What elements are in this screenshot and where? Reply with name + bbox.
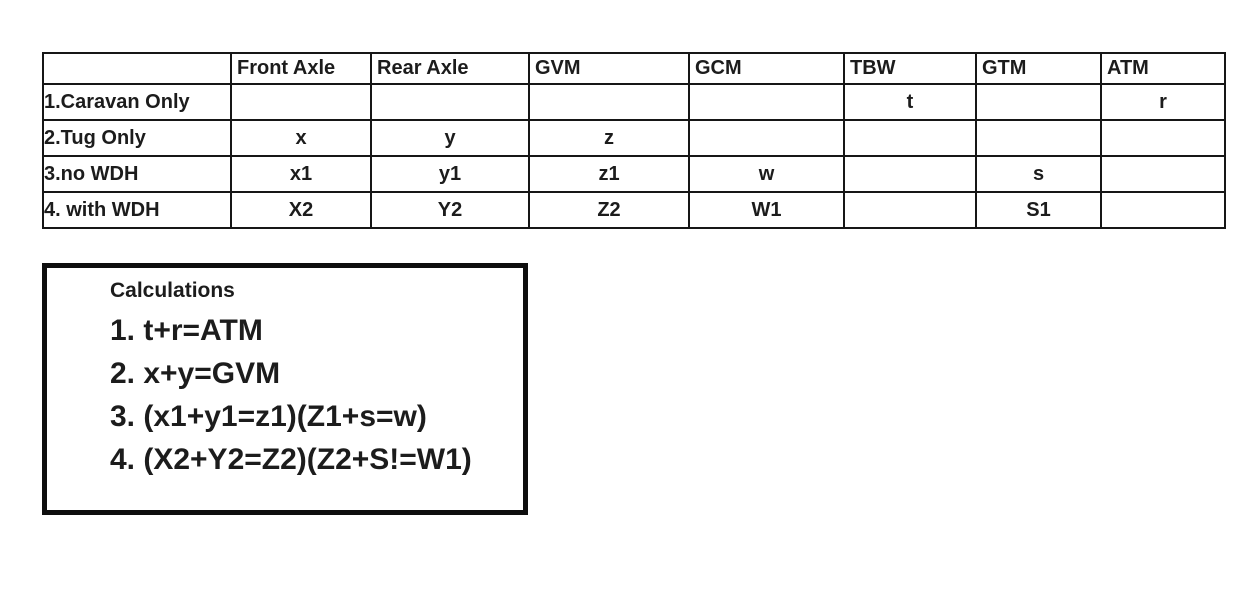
highlighted-cell[interactable]: [1100, 155, 1226, 193]
row-label-cell[interactable]: 1.Caravan Only: [42, 83, 232, 121]
data-cell[interactable]: S1: [975, 191, 1102, 229]
column-header-atm[interactable]: ATM: [1100, 52, 1226, 85]
data-cell[interactable]: t: [843, 83, 977, 121]
highlighted-cell[interactable]: [688, 83, 845, 121]
column-header-corner[interactable]: [42, 52, 232, 85]
highlighted-cell[interactable]: [843, 155, 977, 193]
calc-items: 1. t+r=ATM 2. x+y=GVM 3. (x1+y1=z1)(Z1+s=w…: [110, 309, 517, 481]
row-label-cell[interactable]: 2.Tug Only: [42, 119, 232, 157]
data-cell[interactable]: w: [688, 155, 845, 193]
highlighted-cell[interactable]: [230, 83, 372, 121]
highlighted-cell[interactable]: [975, 119, 1102, 157]
column-header-gcm[interactable]: GCM: [688, 52, 845, 85]
data-cell[interactable]: Y2: [370, 191, 530, 229]
data-cell[interactable]: y: [370, 119, 530, 157]
data-cell[interactable]: x1: [230, 155, 372, 193]
data-cell[interactable]: s: [975, 155, 1102, 193]
highlighted-cell[interactable]: [370, 83, 530, 121]
column-header-front-axle[interactable]: Front Axle: [230, 52, 372, 85]
row-label-cell[interactable]: 3.no WDH: [42, 155, 232, 193]
data-cell[interactable]: X2: [230, 191, 372, 229]
calc-item: 4. (X2+Y2=Z2)(Z2+S!=W1): [110, 443, 472, 476]
calculations-title: Calculations: [110, 279, 235, 302]
data-cell[interactable]: z: [528, 119, 690, 157]
data-cell[interactable]: x: [230, 119, 372, 157]
table-row: 1.Caravan Only t r: [42, 83, 1226, 121]
column-header-gvm[interactable]: GVM: [528, 52, 690, 85]
calc-item: 1. t+r=ATM: [110, 314, 263, 347]
data-cell[interactable]: W1: [688, 191, 845, 229]
data-cell[interactable]: z1: [528, 155, 690, 193]
calculations-box[interactable]: Calculations 1. t+r=ATM 2. x+y=GVM 3. (x1+…: [42, 263, 528, 515]
column-header-rear-axle[interactable]: Rear Axle: [370, 52, 530, 85]
row-label-cell[interactable]: 4. with WDH: [42, 191, 232, 229]
data-cell[interactable]: y1: [370, 155, 530, 193]
calc-item: 3. (x1+y1=z1)(Z1+s=w): [110, 400, 427, 433]
highlighted-cell[interactable]: [843, 191, 977, 229]
column-header-tbw[interactable]: TBW: [843, 52, 977, 85]
highlighted-cell[interactable]: [1100, 119, 1226, 157]
highlighted-cell[interactable]: [688, 119, 845, 157]
highlighted-cell[interactable]: [843, 119, 977, 157]
highlighted-cell[interactable]: [975, 83, 1102, 121]
calc-item: 2. x+y=GVM: [110, 357, 281, 390]
column-header-gtm[interactable]: GTM: [975, 52, 1102, 85]
data-cell[interactable]: r: [1100, 83, 1226, 121]
highlighted-cell[interactable]: [528, 83, 690, 121]
highlighted-cell[interactable]: [1100, 191, 1226, 229]
data-cell[interactable]: Z2: [528, 191, 690, 229]
